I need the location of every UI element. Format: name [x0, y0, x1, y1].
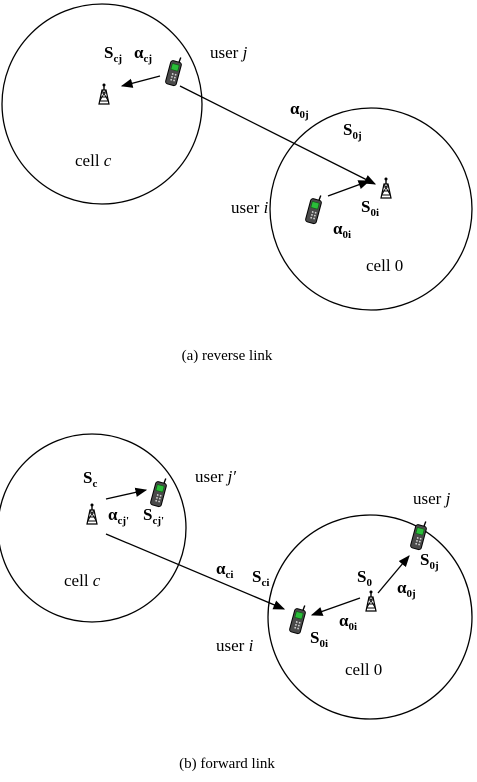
label-user-j: user j — [413, 489, 451, 508]
arrow-cell-0-to-user-j — [377, 555, 410, 594]
mobile-user-i-icon — [304, 192, 324, 225]
reverse-link-panel: Scj αcj user j α0j S0j cell c user i S0i… — [1, 3, 473, 364]
label-S-cj: Scj — [104, 43, 122, 65]
cell-c-circle — [1, 3, 203, 205]
cell-0-circle — [267, 514, 473, 720]
forward-link-panel: Sc user j′ αcj' Scj' user j S0j αci Sci … — [0, 433, 473, 772]
label-user-j: user j — [210, 43, 248, 62]
label-alpha-0j: α0j — [290, 99, 309, 121]
arrow-cell-0-to-user-i — [310, 597, 361, 616]
label-alpha-cj: αcj — [134, 43, 152, 65]
arrow-user-j-to-cell-0 — [179, 85, 377, 185]
label-S-c: Sc — [83, 468, 97, 490]
caption-forward-link: (b) forward link — [179, 756, 275, 772]
label-S-0i: S0i — [361, 197, 379, 219]
label-S-0j: S0j — [420, 550, 439, 572]
label-cell-c: cell c — [75, 151, 112, 170]
arrow-cell-c-to-user-i — [105, 533, 286, 610]
label-alpha-0i: α0i — [339, 611, 357, 633]
label-alpha-0j: α0j — [397, 578, 416, 600]
mobile-user-i-icon — [288, 602, 308, 635]
label-cell-0: cell 0 — [366, 256, 403, 275]
label-S-ci: Sci — [252, 567, 269, 589]
label-user-i: user i — [231, 198, 269, 217]
label-alpha-ci: αci — [216, 559, 233, 581]
base-station-c-icon — [86, 502, 98, 525]
label-S-0i: S0i — [310, 628, 328, 650]
label-S-0j: S0j — [343, 120, 362, 142]
label-cell-0: cell 0 — [345, 660, 382, 679]
base-station-0-icon — [380, 176, 392, 199]
base-station-c-icon — [98, 82, 110, 105]
cell-0-circle — [269, 107, 473, 311]
label-user-i: user i — [216, 636, 254, 655]
cell-c-circle — [0, 433, 187, 623]
label-alpha-0i: α0i — [333, 219, 351, 241]
mobile-user-j-icon — [164, 54, 184, 87]
arrow-user-j-to-cell-c — [120, 75, 161, 88]
arrow-user-i-to-cell-0 — [327, 180, 371, 197]
label-user-jp: user j′ — [195, 467, 236, 486]
label-S-cjp: Scj' — [143, 505, 164, 527]
arrow-cell-c-to-user-jp — [105, 487, 148, 500]
label-alpha-cjp: αcj' — [108, 505, 129, 527]
label-cell-c: cell c — [64, 571, 101, 590]
mobile-user-jp-icon — [149, 475, 169, 508]
label-S-0: S0 — [357, 567, 372, 589]
caption-reverse-link: (a) reverse link — [182, 348, 273, 364]
base-station-0-icon — [365, 589, 377, 612]
